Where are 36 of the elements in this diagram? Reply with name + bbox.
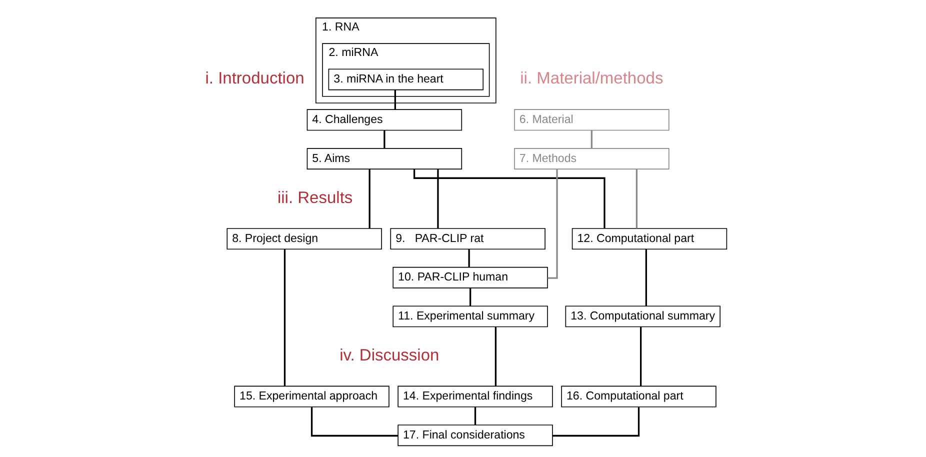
connector: [310, 407, 398, 437]
connector: [640, 326, 642, 386]
connector: [590, 130, 592, 148]
connector: [494, 326, 496, 386]
label: ii. Material/methods: [520, 70, 663, 88]
node-box: 15. Experimental approach: [234, 386, 389, 408]
node-box: 3. miRNA in the heart: [328, 68, 484, 90]
node-box: 7. Methods: [514, 148, 669, 170]
node-box: 17. Final considerations: [397, 424, 552, 446]
connector: [436, 169, 438, 228]
connector: [283, 249, 286, 386]
node-box: 13. Computational summary: [564, 306, 720, 328]
connector: [474, 407, 476, 426]
node-box: 5. Aims: [306, 148, 462, 170]
node-box: 14. Experimental findings: [397, 386, 552, 408]
connector: [468, 249, 470, 268]
node-box: 10. PAR-CLIP human: [392, 266, 548, 288]
connector: [552, 407, 640, 437]
connector: [383, 130, 385, 148]
label: iii. Results: [276, 188, 352, 207]
node-box: 6. Material: [514, 109, 669, 131]
connector: [644, 249, 647, 306]
connector: [394, 90, 396, 110]
connector: [368, 169, 370, 228]
label: iv. Discussion: [339, 346, 439, 365]
connector: [635, 169, 638, 228]
label: i. Introduction: [204, 70, 304, 88]
node-box: 9. PAR-CLIP rat: [390, 228, 545, 250]
connector: [547, 169, 558, 279]
connector: [468, 288, 471, 306]
node-box: 8. Project design: [226, 228, 382, 250]
connector: [412, 169, 605, 228]
node-box: 16. Computational part: [560, 386, 716, 408]
node-box: 11. Experimental summary: [392, 306, 548, 328]
node-box: 12. Computational part: [571, 228, 727, 250]
node-box: 4. Challenges: [306, 109, 462, 131]
